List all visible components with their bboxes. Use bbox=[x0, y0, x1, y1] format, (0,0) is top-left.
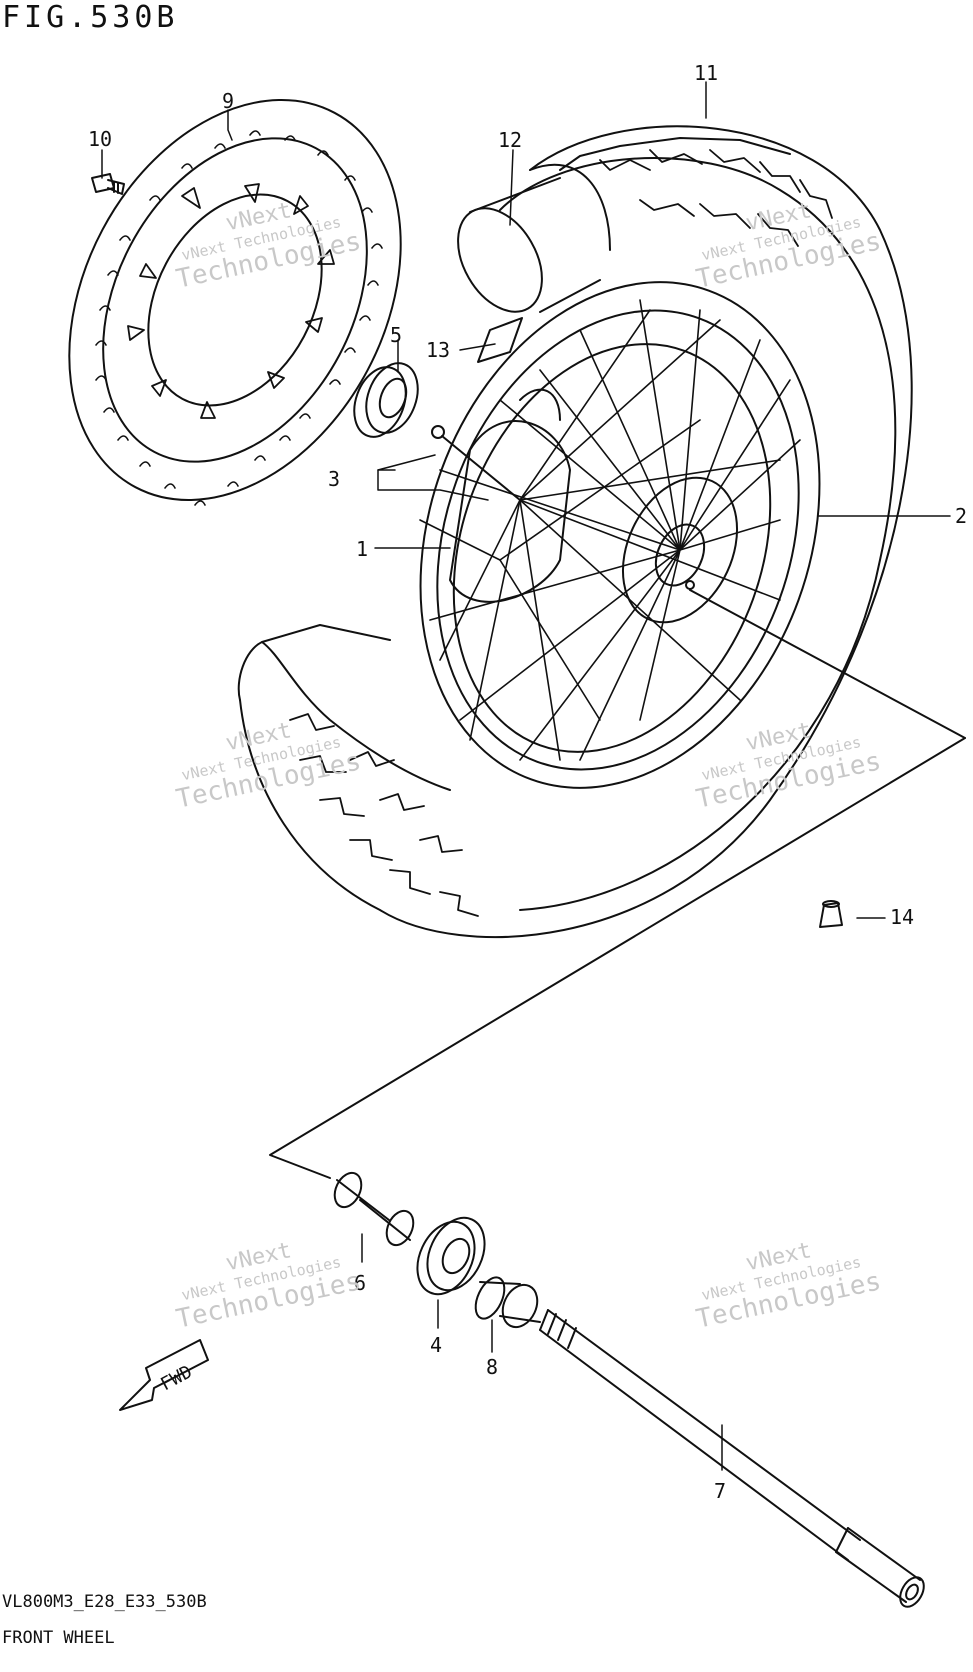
axle-guide-line bbox=[689, 589, 966, 739]
brake-disc bbox=[68, 99, 402, 506]
callout-12: 12 bbox=[498, 128, 522, 152]
callout-1: 1 bbox=[356, 537, 368, 561]
callout-10: 10 bbox=[88, 127, 112, 151]
front-axle bbox=[539, 1309, 925, 1608]
callout-5: 5 bbox=[390, 323, 402, 347]
axle-collar bbox=[474, 1276, 541, 1329]
disc-holes bbox=[95, 130, 383, 506]
disc-bolt bbox=[91, 173, 125, 195]
bearing-lower bbox=[416, 1216, 486, 1296]
figure-name: FRONT WHEEL bbox=[2, 1628, 115, 1648]
tire-valve bbox=[819, 900, 843, 928]
spokes bbox=[419, 299, 801, 761]
spacer bbox=[333, 1171, 415, 1247]
rim-band bbox=[457, 163, 611, 363]
spoke-nipple-detail bbox=[431, 425, 521, 501]
callout-2: 2 bbox=[955, 504, 967, 528]
callout-4: 4 bbox=[430, 1333, 442, 1357]
leader-lines bbox=[101, 81, 951, 1471]
callout-14: 14 bbox=[890, 905, 914, 929]
tire-tread bbox=[289, 149, 833, 917]
fwd-label: FWD bbox=[157, 1361, 196, 1395]
callout-3: 3 bbox=[328, 467, 340, 491]
figure-code: VL800M3_E28_E33_530B bbox=[2, 1592, 207, 1612]
tire bbox=[237, 125, 913, 938]
exploded-guide-line bbox=[269, 737, 966, 1179]
watermarks: vNext Technologies vNext Technologies vN… bbox=[174, 198, 884, 1335]
fwd-arrow: FWD bbox=[119, 1339, 209, 1411]
callout-labels: 1 2 3 4 5 6 7 8 9 10 11 12 13 14 bbox=[88, 61, 967, 1503]
callout-6: 6 bbox=[354, 1271, 366, 1295]
callout-11: 11 bbox=[694, 61, 718, 85]
callout-8: 8 bbox=[486, 1355, 498, 1379]
callout-9: 9 bbox=[222, 89, 234, 113]
callout-7: 7 bbox=[714, 1479, 726, 1503]
disc-slots bbox=[127, 183, 335, 419]
bearing-upper bbox=[353, 362, 419, 438]
callout-13: 13 bbox=[426, 338, 450, 362]
figure-title: FIG.530B bbox=[2, 0, 179, 35]
